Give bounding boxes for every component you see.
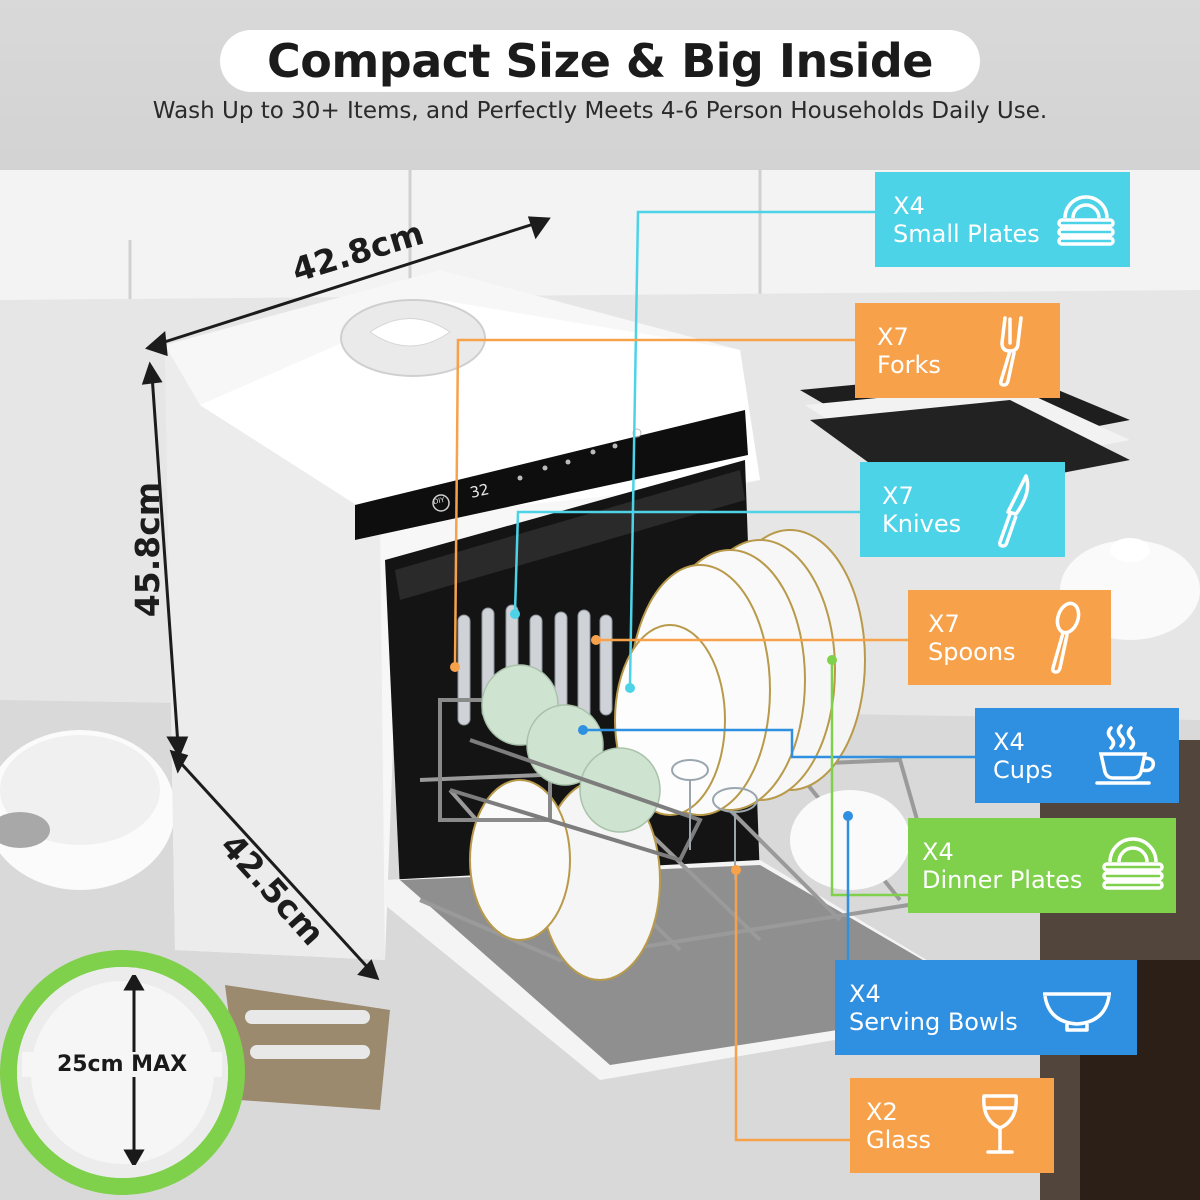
plate-stack-icon: [1057, 195, 1115, 246]
callout-qty: X4: [993, 727, 1025, 756]
callout-qty: X4: [893, 191, 925, 220]
callout-qty: X4: [922, 837, 954, 866]
knife-icon: [998, 474, 1030, 548]
callout-name: Forks: [877, 350, 941, 379]
callout-knives: X7 Knives: [860, 462, 1065, 557]
callout-name: Knives: [882, 509, 962, 538]
cup-icon: [1095, 724, 1156, 785]
plate-stack-icon: [1102, 837, 1164, 890]
callout-name: Spoons: [928, 637, 1016, 666]
wine-glass-icon: [982, 1094, 1018, 1154]
callout-small-plates: X4 Small Plates: [875, 172, 1130, 267]
callout-spoons: X7 Spoons: [908, 590, 1111, 685]
callout-forks: X7 Forks: [855, 303, 1060, 398]
title-banner: Compact Size & Big Inside: [220, 30, 980, 92]
callout-name: Serving Bowls: [849, 1007, 1018, 1036]
callout-qty: X7: [928, 609, 960, 638]
callout-qty: X4: [849, 979, 881, 1008]
callout-qty: X7: [877, 322, 909, 351]
callout-name: Glass: [866, 1125, 931, 1154]
plate-size-label: 25cm MAX: [22, 1052, 222, 1077]
callout-name: Cups: [993, 755, 1053, 784]
subtitle: Wash Up to 30+ Items, and Perfectly Meet…: [152, 98, 1048, 124]
callout-name: Small Plates: [893, 219, 1040, 248]
callout-qty: X7: [882, 481, 914, 510]
page-title: Compact Size & Big Inside: [267, 34, 933, 88]
callout-name: Dinner Plates: [922, 865, 1083, 894]
callout-cups: X4 Cups: [975, 708, 1179, 803]
callout-serving-bowls: X4 Serving Bowls: [835, 960, 1137, 1055]
callout-dinner-plates: X4 Dinner Plates: [908, 818, 1176, 913]
fork-icon: [999, 316, 1023, 387]
spoon-icon: [1051, 601, 1081, 674]
callout-glass: X2 Glass: [850, 1078, 1054, 1173]
bowl-icon: [1043, 992, 1111, 1032]
height-dimension-label: 45.8cm: [128, 481, 168, 618]
callout-qty: X2: [866, 1097, 898, 1126]
